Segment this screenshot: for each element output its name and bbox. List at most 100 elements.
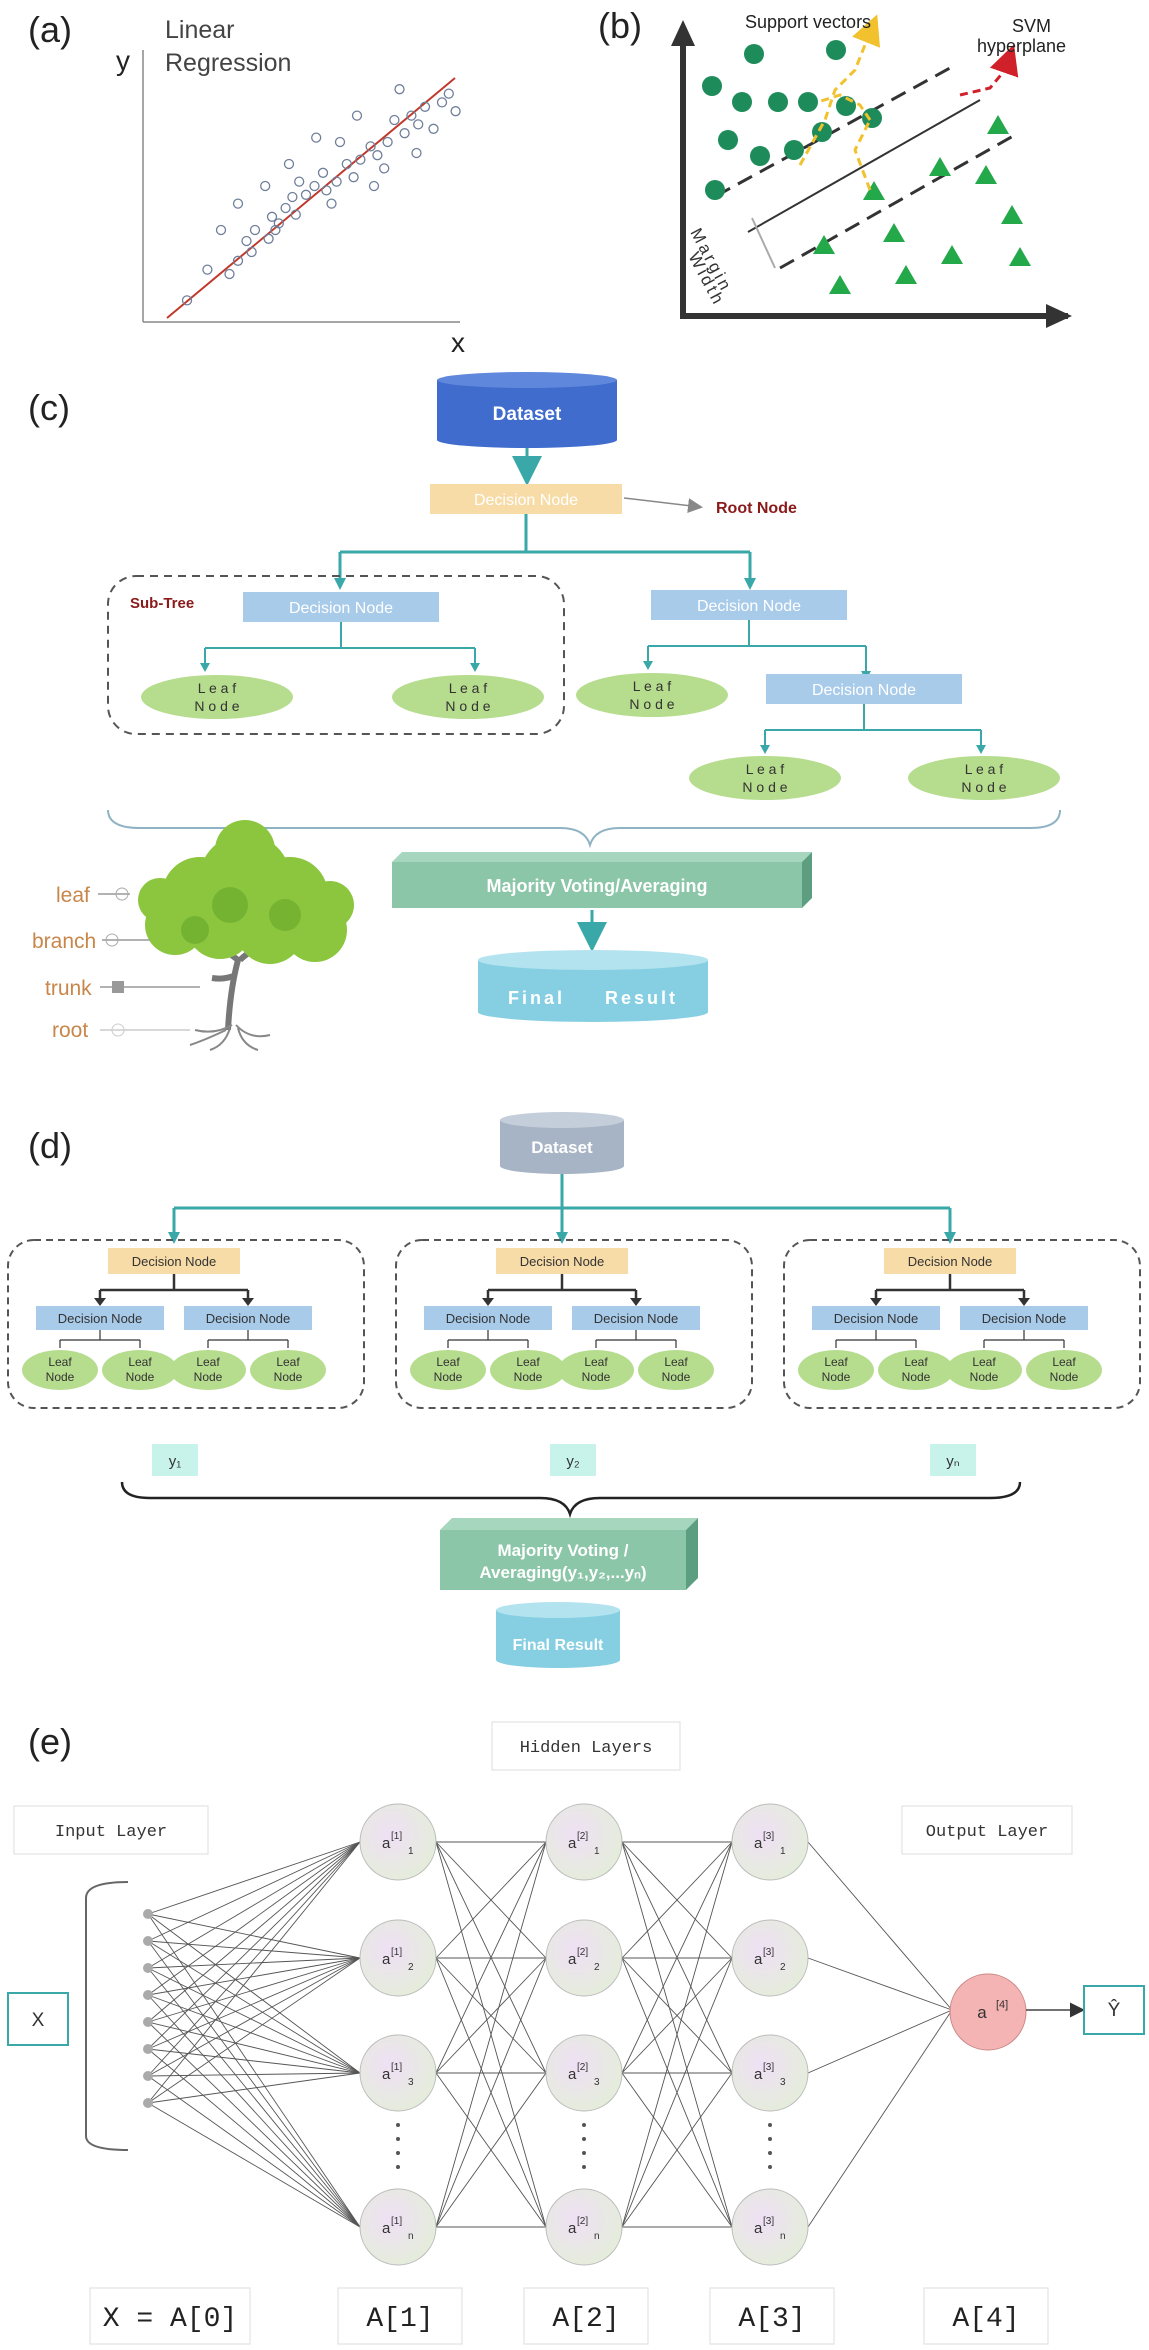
- class-triangle: [929, 157, 951, 176]
- rf-leaf-text: Node: [662, 1370, 691, 1384]
- edge: [147, 1957, 361, 2104]
- root-decision-label: Decision Node: [474, 492, 578, 509]
- panel-a-linear-regression: (a) y x Linear Regression: [28, 9, 465, 358]
- edge: [147, 2102, 361, 2228]
- panel-label-d: (d): [28, 1125, 72, 1166]
- rf-root-node-label: Decision Node: [132, 1254, 217, 1269]
- edge: [147, 1841, 361, 2104]
- rf-leaf-text: Leaf: [1052, 1355, 1076, 1369]
- hidden-node-circle: [359, 2034, 437, 2112]
- rf-branch: [486, 1274, 638, 1300]
- root-decision-node: [430, 484, 622, 514]
- right-branches: [647, 620, 867, 674]
- rf-decision-node: [812, 1306, 940, 1330]
- hidden-node-sub: 2: [594, 1962, 600, 1973]
- rf-decision-node-label: Decision Node: [206, 1311, 291, 1326]
- tree-marker: [111, 1023, 125, 1037]
- scatter-point: [181, 295, 193, 306]
- label-a0: X = A[0]: [103, 2304, 237, 2335]
- ellipsis-dot: [582, 2165, 586, 2169]
- ellipsis-dot: [582, 2151, 586, 2155]
- rf-leaf-text: Leaf: [276, 1355, 300, 1369]
- rf-leaf-branch: [59, 1330, 141, 1348]
- panel-label-a: (a): [28, 9, 72, 50]
- class-triangle: [883, 223, 905, 242]
- rf-branch: [98, 1274, 250, 1300]
- hidden-node-label: a: [382, 2220, 391, 2237]
- edge: [435, 1957, 547, 2074]
- rf-leaf-text: Node: [194, 1370, 223, 1384]
- decision-node-left-label: Decision Node: [289, 600, 393, 617]
- rf-root-node-label: Decision Node: [908, 1254, 993, 1269]
- class-triangle: [829, 275, 851, 294]
- class-triangle: [987, 115, 1009, 134]
- leaf-text: N o d e: [742, 779, 787, 795]
- edge: [807, 1957, 953, 2011]
- scatter-point: [389, 114, 400, 126]
- rf-majority-line1: Majority Voting /: [498, 1541, 629, 1560]
- rf-decision-node: [36, 1306, 164, 1330]
- scatter-point: [348, 172, 359, 183]
- scatter-point: [260, 180, 271, 192]
- tree-marker: [112, 981, 124, 993]
- margin-line-lower: [779, 133, 1016, 270]
- rf-majority-box: Majority Voting / Averaging(y₁,y₂,...yₙ): [440, 1518, 698, 1590]
- label-a1: A[1]: [366, 2304, 433, 2335]
- edge: [807, 2009, 953, 2074]
- rf-leaf-text: Leaf: [584, 1355, 608, 1369]
- hidden-node-sub: n: [408, 2231, 414, 2242]
- rf-leaf-branch: [595, 1330, 677, 1348]
- rf-root-node-label: Decision Node: [520, 1254, 605, 1269]
- rf-brace: [120, 1481, 1022, 1519]
- hidden-node: a[3]1: [731, 1803, 809, 1881]
- label-box-a2: [523, 2287, 649, 2345]
- support-arrow-3: [853, 119, 872, 191]
- scatter-point: [341, 158, 352, 170]
- rf-leaf-text: Leaf: [972, 1355, 996, 1369]
- ellipsis-dot: [768, 2165, 772, 2169]
- scatter-point: [215, 224, 227, 236]
- input-node: [143, 1909, 153, 1919]
- leaf-node: L e a f N o d e: [689, 756, 841, 800]
- scatter-point: [202, 264, 213, 275]
- ellipsis-dot: [396, 2165, 400, 2169]
- rf-decision-node-label: Decision Node: [58, 1311, 143, 1326]
- rf-leaf-text: Leaf: [904, 1355, 928, 1369]
- scatter-point: [287, 191, 298, 203]
- label-a2: A[2]: [552, 2304, 619, 2335]
- scatter-point: [411, 147, 422, 159]
- class-circle: [744, 44, 764, 64]
- label-a4: A[4]: [952, 2304, 1019, 2335]
- tree-part-root: root: [52, 1019, 88, 1042]
- leaf-text: L e a f: [633, 678, 672, 694]
- scatter-point: [355, 154, 366, 165]
- rf-decision-node-label: Decision Node: [834, 1311, 919, 1326]
- hidden-node-label: a: [382, 2066, 391, 2083]
- edge: [147, 1940, 361, 1959]
- y-axis-label: y: [116, 45, 130, 76]
- rf-leaf-branch: [835, 1330, 917, 1348]
- edge: [147, 2075, 361, 2228]
- scatter-point: [232, 198, 244, 209]
- edge: [147, 2072, 361, 2077]
- edge: [147, 1940, 361, 2074]
- hidden-node-label: a: [568, 1951, 577, 1968]
- arrowhead: [760, 745, 770, 754]
- rf-leaf-text: Leaf: [516, 1355, 540, 1369]
- rf-decision-node-label: Decision Node: [594, 1311, 679, 1326]
- scatter-point: [273, 218, 284, 229]
- hidden-node: a[1]n: [359, 2188, 437, 2266]
- tree-part-branch: branch: [32, 930, 96, 953]
- rf-leaf-node: [558, 1350, 634, 1390]
- rf-majority-line2: Averaging(y₁,y₂,...yₙ): [479, 1563, 646, 1582]
- edge: [147, 1994, 361, 2074]
- panel-b-svm: (b) Margin Width Support vectors SVM hyp…: [598, 5, 1072, 328]
- panel-label-c: (c): [28, 387, 70, 428]
- class-triangle: [813, 235, 835, 254]
- arrowhead: [482, 1298, 494, 1306]
- edge: [147, 1841, 361, 1942]
- ellipsis-dot: [396, 2123, 400, 2127]
- arrowhead: [944, 1232, 956, 1244]
- rf-leaf-node: [878, 1350, 954, 1390]
